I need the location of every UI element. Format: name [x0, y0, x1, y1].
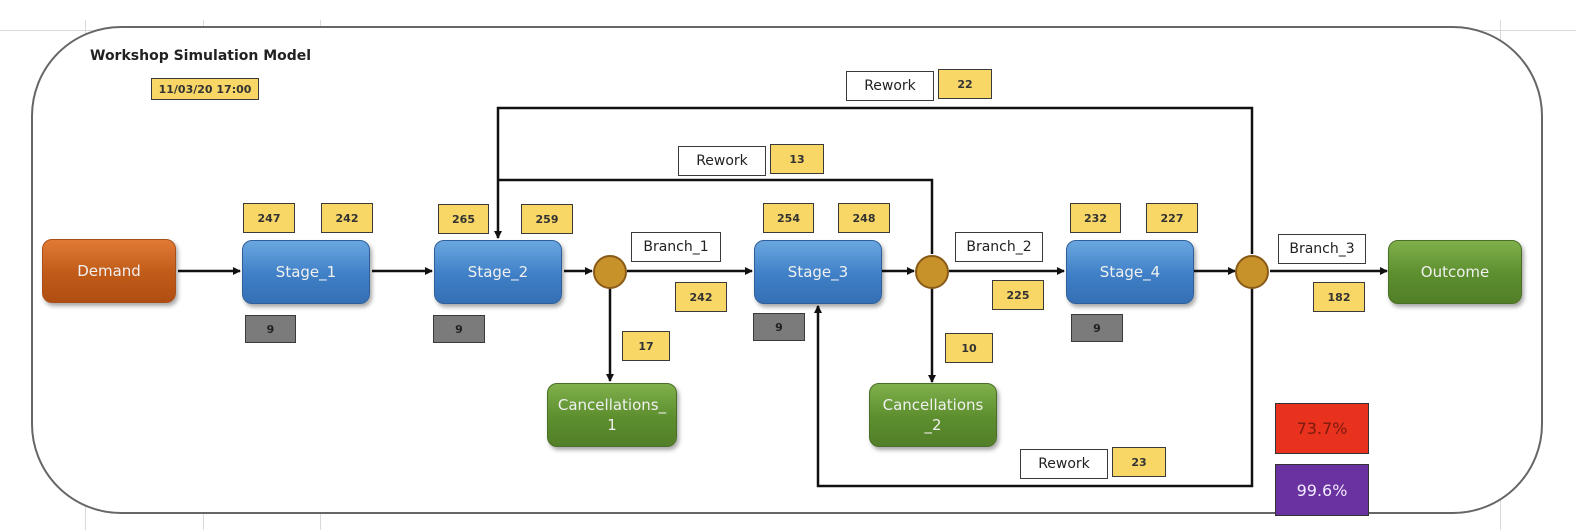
stage2-out-count: 259 [521, 204, 573, 234]
kpi-red-box: 73.7% [1275, 403, 1369, 454]
rework-loop-branch3-top [494, 106, 1254, 254]
branch1-node[interactable] [593, 255, 627, 289]
branch2-node[interactable] [915, 255, 949, 289]
branch2-forward-count: 225 [992, 280, 1044, 310]
branch1-cancel-count: 17 [622, 331, 670, 361]
rework-count: 23 [1112, 447, 1166, 477]
rework-label: Rework [678, 146, 766, 176]
stage4-in-count: 232 [1070, 203, 1121, 233]
stage1-node[interactable]: Stage_1 [242, 240, 370, 304]
timestamp-badge: 11/03/20 17:00 [151, 78, 259, 100]
branch2-cancel-count: 10 [945, 333, 993, 363]
stage2-node[interactable]: Stage_2 [434, 240, 562, 304]
stage3-queue-count: 9 [753, 313, 805, 341]
outcome-node[interactable]: Outcome [1388, 240, 1522, 304]
branch2-label: Branch_2 [955, 232, 1043, 262]
rework-label: Rework [1020, 449, 1108, 479]
stage3-node[interactable]: Stage_3 [754, 240, 882, 304]
branch1-forward-count: 242 [675, 282, 727, 312]
demand-node[interactable]: Demand [42, 239, 176, 303]
stage3-in-count: 254 [763, 203, 814, 233]
stage2-queue-count: 9 [433, 315, 485, 343]
stage4-node[interactable]: Stage_4 [1066, 240, 1194, 304]
branch3-forward-count: 182 [1313, 282, 1365, 312]
stage4-queue-count: 9 [1071, 314, 1123, 342]
stage1-queue-count: 9 [245, 315, 296, 343]
kpi-purple-box: 99.6% [1275, 464, 1369, 516]
stage2-in-count: 265 [438, 204, 489, 234]
rework-loop-branch2 [498, 178, 934, 254]
cancellations1-node[interactable]: Cancellations_1 [547, 383, 677, 447]
rework-count: 22 [938, 69, 992, 99]
branch3-label: Branch_3 [1278, 234, 1366, 264]
stage4-out-count: 227 [1146, 203, 1198, 233]
rework-loop-branch3-bottom [814, 288, 1254, 488]
cancellations2-node[interactable]: Cancellations_2 [869, 383, 997, 447]
rework-label: Rework [846, 71, 934, 101]
branch3-node[interactable] [1235, 255, 1269, 289]
branch1-label: Branch_1 [631, 232, 721, 262]
stage1-in-count: 247 [243, 203, 295, 233]
stage1-out-count: 242 [321, 203, 373, 233]
rework-count: 13 [770, 144, 824, 174]
stage3-out-count: 248 [838, 203, 890, 233]
page-title: Workshop Simulation Model [90, 48, 312, 64]
